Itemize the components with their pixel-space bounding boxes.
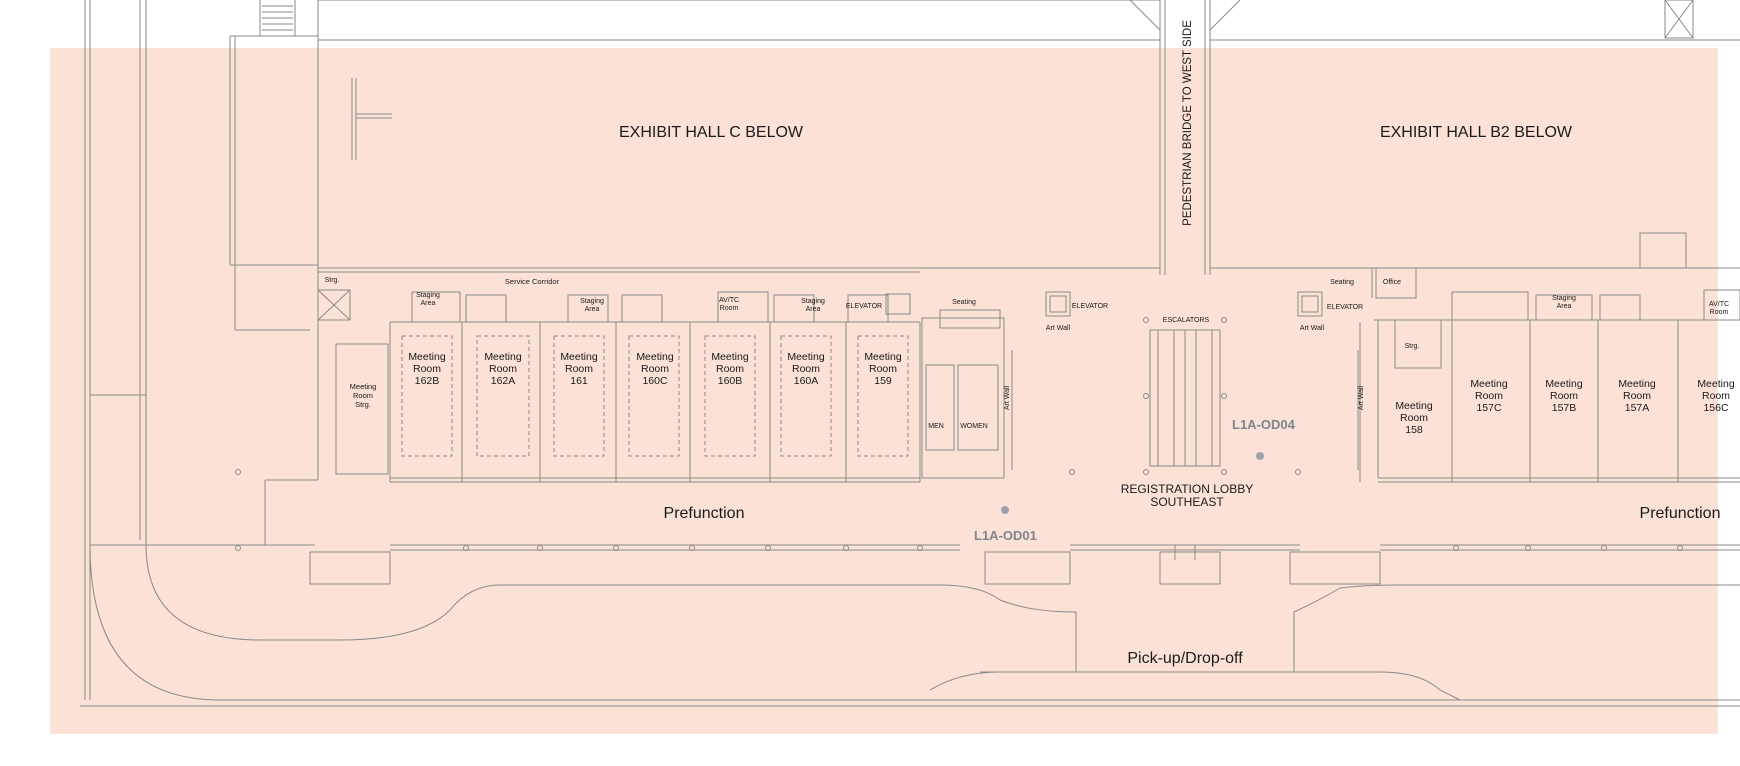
room-number: 157B xyxy=(1552,402,1577,414)
room-line2: Room xyxy=(1400,412,1428,424)
meeting-room-162a[interactable]: Meeting Room 162A xyxy=(476,335,530,457)
art-wall-v2-label: Art Wall xyxy=(1358,385,1365,410)
plan-lines xyxy=(80,0,1740,707)
avtc-2-label: AV/TC xyxy=(1709,301,1729,308)
room-line1: Meeting xyxy=(408,351,446,363)
elevator-2-label: ELEVATOR xyxy=(1072,303,1108,310)
room-line1: Meeting xyxy=(1618,378,1656,390)
storage-room-label: Meeting Room Strg. xyxy=(350,382,377,409)
room-number: 157A xyxy=(1625,402,1650,414)
meeting-room-162b[interactable]: Meeting Room 162B xyxy=(401,335,453,457)
art-wall-v1-label: Art Wall xyxy=(1004,385,1011,410)
pickup-dropoff-label: Pick-up/Drop-off xyxy=(1127,650,1243,667)
exhibit-hall-c-label: EXHIBIT HALL C BELOW xyxy=(619,124,804,141)
meeting-room-156c[interactable]: Meeting Room 156C xyxy=(1697,378,1735,414)
room-line1: Meeting xyxy=(1545,378,1583,390)
room-number: 162A xyxy=(491,375,516,387)
art-wall-2-label: Art Wall xyxy=(1300,325,1325,332)
room-line1: Meeting xyxy=(1395,400,1433,412)
small-labels: Strg. Staging Area Staging Area AV/TC Ro… xyxy=(325,277,1729,430)
marker-dot-od04[interactable] xyxy=(1256,452,1264,460)
room-line2: Room xyxy=(641,363,669,375)
staging-2-sublabel: Area xyxy=(585,306,600,313)
room-line2: Room xyxy=(565,363,593,375)
room-number: 157C xyxy=(1476,402,1502,414)
room-line1: Meeting xyxy=(484,351,522,363)
storage-line2: Room xyxy=(353,391,373,400)
room-line2: Room xyxy=(716,363,744,375)
staging-4-sublabel: Area xyxy=(1557,303,1572,310)
escalators-label: ESCALATORS xyxy=(1163,317,1210,324)
room-line1: Meeting xyxy=(711,351,749,363)
room-line1: Meeting xyxy=(787,351,825,363)
room-number: 159 xyxy=(874,375,892,387)
registration-lobby-label: REGISTRATION LOBBY xyxy=(1121,482,1253,496)
highlight-zone xyxy=(50,48,1718,734)
staging-3-sublabel: Area xyxy=(806,306,821,313)
storage-line3: Strg. xyxy=(355,400,371,409)
room-line1: Meeting xyxy=(636,351,674,363)
marker-dot-od01[interactable] xyxy=(1001,506,1009,514)
room-line2: Room xyxy=(1702,390,1730,402)
room-number: 161 xyxy=(570,375,588,387)
room-number: 158 xyxy=(1405,424,1423,436)
pedestrian-bridge-label: PEDESTRIAN BRIDGE TO WEST SIDE xyxy=(1182,20,1194,226)
staging-2-label: Staging xyxy=(580,298,604,305)
room-line2: Room xyxy=(792,363,820,375)
room-line2: Room xyxy=(413,363,441,375)
avtc-1-sublabel: Room xyxy=(720,305,739,312)
room-number: 160A xyxy=(794,375,819,387)
room-number: 160C xyxy=(642,375,668,387)
room-line2: Room xyxy=(489,363,517,375)
art-wall-1-label: Art Wall xyxy=(1046,325,1071,332)
meeting-room-157b[interactable]: Meeting Room 157B xyxy=(1545,378,1583,414)
meeting-room-160a[interactable]: Meeting Room 160A xyxy=(780,335,832,457)
office-label: Office xyxy=(1383,279,1401,286)
meeting-room-159[interactable]: Meeting Room 159 xyxy=(857,335,909,457)
exhibit-hall-b2-label: EXHIBIT HALL B2 BELOW xyxy=(1380,124,1573,141)
room-line1: Meeting xyxy=(1697,378,1735,390)
strg-top-label: Strg. xyxy=(325,277,340,284)
seating-1-label: Seating xyxy=(952,299,976,306)
room-line1: Meeting xyxy=(1470,378,1508,390)
elevator-3-label: ELEVATOR xyxy=(1327,304,1363,311)
room-line2: Room xyxy=(869,363,897,375)
meeting-room-160c[interactable]: Meeting Room 160C xyxy=(628,335,680,457)
meeting-room-161[interactable]: Meeting Room 161 xyxy=(553,335,605,457)
room-line2: Room xyxy=(1623,390,1651,402)
seating-2-label: Seating xyxy=(1330,279,1354,286)
meeting-room-157c[interactable]: Meeting Room 157C xyxy=(1470,378,1508,414)
marker-label-od04[interactable]: L1A-OD04 xyxy=(1232,417,1296,432)
elevator-1-label: ELEVATOR xyxy=(846,303,882,310)
men-label: MEN xyxy=(928,423,944,430)
meeting-room-160b[interactable]: Meeting Room 160B xyxy=(704,335,756,457)
storage-line1: Meeting xyxy=(350,382,377,391)
room-number: 156C xyxy=(1703,402,1729,414)
avtc-2-sublabel: Room xyxy=(1710,309,1729,316)
room-number: 160B xyxy=(718,375,743,387)
meeting-room-157a[interactable]: Meeting Room 157A xyxy=(1618,378,1656,414)
staging-3-label: Staging xyxy=(801,298,825,305)
column-dots xyxy=(235,317,1683,551)
staging-1-label: Staging xyxy=(416,292,440,299)
staging-4-label: Staging xyxy=(1552,295,1576,302)
room-line2: Room xyxy=(1550,390,1578,402)
room-line2: Room xyxy=(1475,390,1503,402)
women-label: WOMEN xyxy=(960,423,988,430)
meeting-room-158[interactable]: Meeting Room 158 xyxy=(1395,400,1433,436)
prefunction-left-label: Prefunction xyxy=(664,505,745,522)
service-corridor-label: Service Corridor xyxy=(505,277,560,286)
room-line1: Meeting xyxy=(864,351,902,363)
strg-right-label: Strg. xyxy=(1405,343,1420,350)
room-line1: Meeting xyxy=(560,351,598,363)
registration-lobby-sublabel: SOUTHEAST xyxy=(1150,495,1224,509)
prefunction-right-label: Prefunction xyxy=(1640,505,1721,522)
staging-1-sublabel: Area xyxy=(421,300,436,307)
room-number: 162B xyxy=(415,375,440,387)
avtc-1-label: AV/TC xyxy=(719,297,739,304)
marker-label-od01[interactable]: L1A-OD01 xyxy=(974,528,1037,543)
